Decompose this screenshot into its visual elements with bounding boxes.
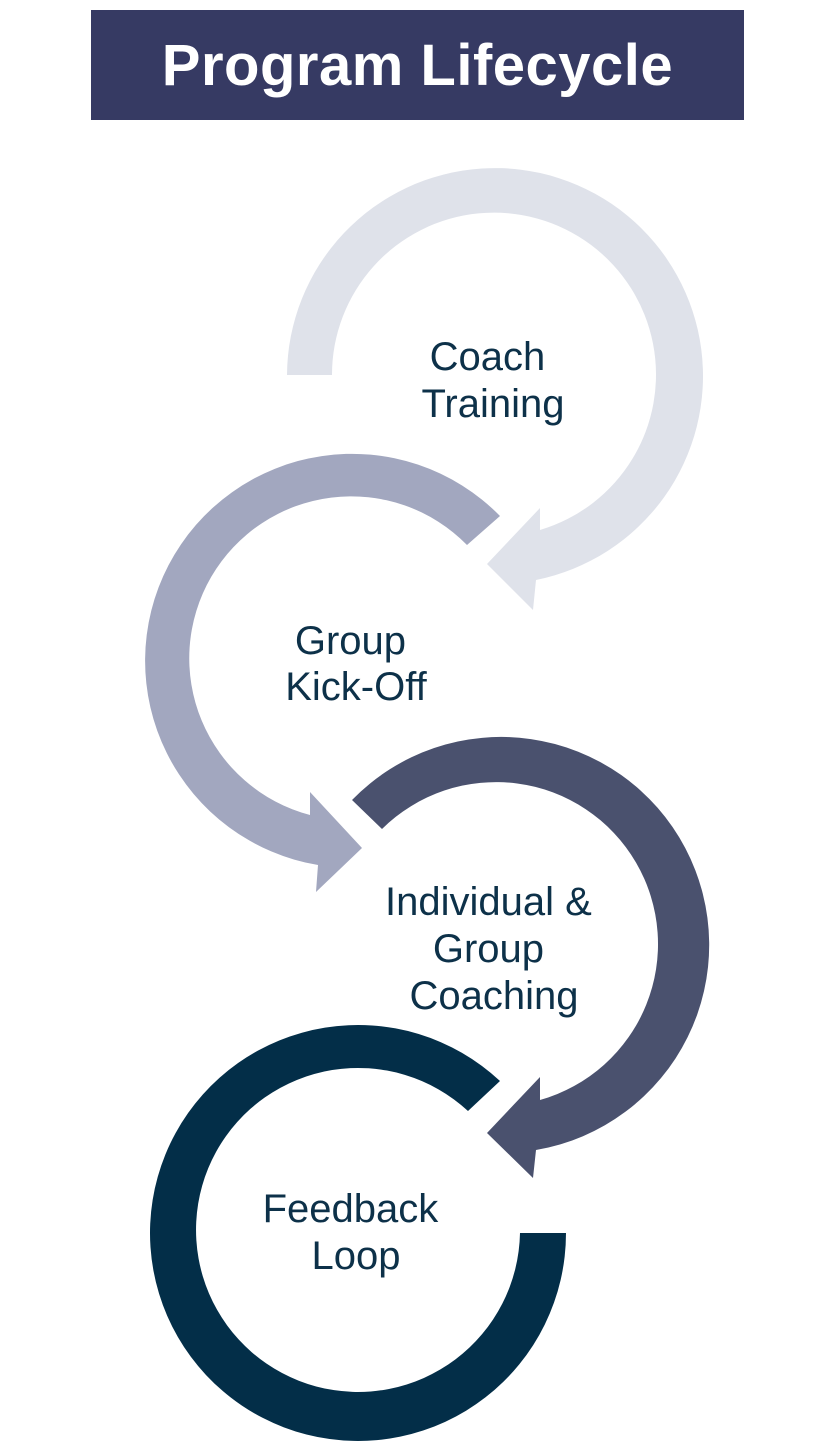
stage-group-kick-off-arrow xyxy=(145,453,500,892)
stage-feedback-loop-label: Feedback Loop xyxy=(263,1187,450,1278)
page-title: Program Lifecycle xyxy=(161,32,674,98)
stage-individual-group-coaching-label: Individual & Group Coaching xyxy=(385,880,603,1018)
stage-group-kick-off: Group Kick-Off xyxy=(145,453,500,892)
stage-group-kick-off-label: Group Kick-Off xyxy=(285,619,427,709)
title-banner: Program Lifecycle xyxy=(91,10,744,120)
stage-feedback-loop: Feedback Loop xyxy=(149,1024,566,1441)
stage-individual-group-coaching-arrow xyxy=(352,736,710,1178)
stage-feedback-loop-arrow xyxy=(149,1024,566,1441)
stage-coach-training-label: Coach Training xyxy=(421,335,564,426)
stage-individual-group-coaching: Individual & Group Coaching xyxy=(352,736,710,1178)
stage-coach-training-arrow xyxy=(287,168,703,610)
stage-coach-training: Coach Training xyxy=(287,168,703,610)
